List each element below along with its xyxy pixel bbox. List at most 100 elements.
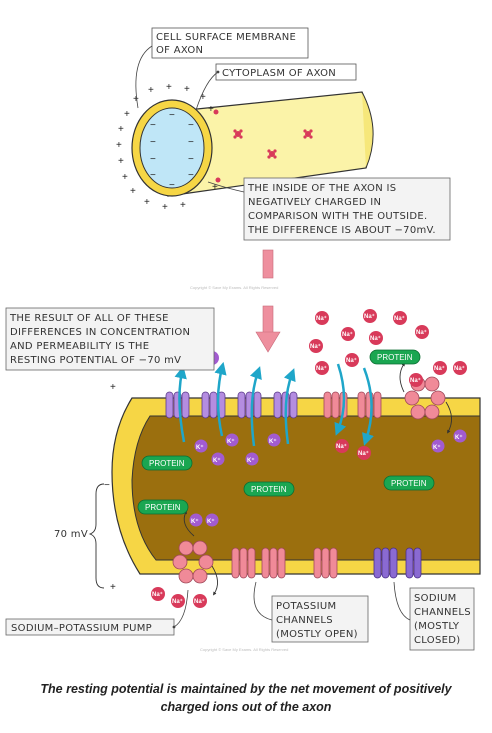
axon-cytoplasm	[131, 415, 481, 561]
svg-text:K⁺: K⁺	[213, 457, 221, 464]
svg-text:+: +	[166, 82, 172, 93]
svg-text:PROTEIN: PROTEIN	[391, 479, 427, 488]
sodium-channels-label: SODIUM CHANNELS (MOSTLY CLOSED)	[393, 581, 475, 651]
svg-text:CYTOPLASM OF AXON: CYTOPLASM OF AXON	[222, 68, 336, 79]
potassium-ion: K⁺	[194, 439, 208, 453]
protein-molecules: PROTEIN PROTEIN PROTEIN PROTEIN PROTEIN	[137, 349, 435, 515]
pump-arrows	[183, 362, 452, 596]
svg-text:−: −	[188, 154, 194, 165]
ion-movement-arrows	[174, 361, 374, 447]
zoom-arrow	[255, 249, 281, 353]
voltage-bracket: + − + 70 mV	[54, 382, 116, 593]
svg-text:+: +	[200, 92, 206, 103]
membrane-label: CELL SURFACE MEMBRANE OF AXON	[135, 27, 309, 109]
cytoplasm-cross-section	[139, 107, 205, 189]
sodium-ion: Na⁺	[369, 331, 383, 345]
svg-text:Na⁺: Na⁺	[316, 365, 327, 372]
sodium-ion: Na⁺	[315, 361, 329, 375]
sodium-ion: Na⁺	[415, 325, 429, 339]
sodium-ion: Na⁺	[433, 361, 447, 375]
svg-text:−: −	[150, 170, 156, 181]
svg-text:+: +	[118, 124, 124, 135]
svg-text:K⁺: K⁺	[191, 518, 199, 525]
svg-text:−: −	[104, 480, 110, 491]
potassium-ion: K⁺	[431, 439, 445, 453]
svg-text:Na⁺: Na⁺	[416, 329, 427, 336]
potassium-ion: K⁺	[205, 513, 219, 527]
svg-text:RESTING POTENTIAL OF −70 mV: RESTING POTENTIAL OF −70 mV	[10, 355, 181, 366]
svg-text:Na⁺: Na⁺	[394, 315, 405, 322]
sodium-ion: Na⁺	[357, 446, 371, 460]
svg-text:−: −	[188, 137, 194, 148]
svg-text:Na⁺: Na⁺	[370, 335, 381, 342]
pump-label: SODIUM–POTASSIUM PUMP	[5, 589, 189, 636]
svg-text:+: +	[118, 156, 124, 167]
sodium-ion: Na⁺	[335, 439, 349, 453]
svg-text:THE INSIDE OF THE AXON IS: THE INSIDE OF THE AXON IS	[247, 183, 396, 194]
svg-text:DIFFERENCES IN CONCENTRATION: DIFFERENCES IN CONCENTRATION	[10, 327, 190, 338]
potassium-ion: K⁺	[453, 429, 467, 443]
sodium-ion: Na⁺	[409, 373, 423, 387]
svg-text:+: +	[162, 202, 168, 213]
svg-text:+: +	[184, 84, 190, 95]
potassium-ion: K⁺	[189, 513, 203, 527]
svg-text:Na⁺: Na⁺	[358, 450, 369, 457]
svg-text:K⁺: K⁺	[269, 438, 277, 445]
sodium-ion: Na⁺	[171, 594, 185, 608]
potassium-ion: K⁺	[245, 452, 259, 466]
copyright-top: Copyright © Save My Exams. All Rights Re…	[190, 285, 278, 290]
sodium-potassium-pump	[172, 540, 214, 584]
sodium-ion: Na⁺	[453, 361, 467, 375]
axon-3d-view: − − − − − − − − − − + + + + + + + + + + …	[116, 82, 374, 213]
svg-text:Na⁺: Na⁺	[310, 343, 321, 350]
svg-text:Na⁺: Na⁺	[434, 365, 445, 372]
sodium-potassium-pump-top	[404, 376, 446, 420]
sodium-ion: Na⁺	[345, 353, 359, 367]
svg-text:Na⁺: Na⁺	[364, 313, 375, 320]
svg-text:+: +	[116, 140, 122, 151]
svg-text:Na⁺: Na⁺	[410, 377, 421, 384]
svg-text:+: +	[130, 186, 136, 197]
potassium-ion: K⁺	[211, 452, 225, 466]
svg-text:K⁺: K⁺	[207, 518, 215, 525]
svg-text:Na⁺: Na⁺	[172, 598, 183, 605]
caption-line-1: The resting potential is maintained by t…	[40, 682, 452, 696]
protein-pill: PROTEIN	[137, 499, 189, 515]
cytoplasm-label: CYTOPLASM OF AXON	[195, 63, 357, 111]
outside-positive-charges: + + + + + + + + + + + + + + + +	[116, 82, 218, 213]
svg-text:Na⁺: Na⁺	[316, 315, 327, 322]
svg-text:−: −	[150, 120, 156, 131]
sodium-ions: Na⁺ Na⁺ Na⁺ Na⁺ Na⁺ Na⁺ Na⁺ Na⁺ Na⁺ Na⁺ …	[151, 309, 467, 608]
svg-text:CHANNELS: CHANNELS	[414, 607, 471, 618]
svg-text:(MOSTLY: (MOSTLY	[414, 621, 460, 632]
svg-text:K⁺: K⁺	[433, 444, 441, 451]
svg-text:+: +	[133, 94, 139, 105]
copyright-bottom: Copyright © Save My Exams. All Rights Re…	[200, 647, 288, 652]
sodium-ion: Na⁺	[315, 311, 329, 325]
svg-text:+: +	[148, 85, 154, 96]
potassium-ion: K⁺	[225, 433, 239, 447]
svg-text:K⁺: K⁺	[227, 438, 235, 445]
svg-text:Na⁺: Na⁺	[454, 365, 465, 372]
svg-text:+: +	[122, 172, 128, 183]
svg-text:Na⁺: Na⁺	[152, 591, 163, 598]
cytoplasm-particles	[213, 109, 313, 183]
sodium-ion: Na⁺	[309, 339, 323, 353]
svg-text:Na⁺: Na⁺	[342, 331, 353, 338]
svg-text:+: +	[212, 182, 218, 193]
sodium-channels	[373, 547, 422, 579]
svg-text:PROTEIN: PROTEIN	[149, 459, 185, 468]
svg-text:PROTEIN: PROTEIN	[145, 503, 181, 512]
sodium-ion: Na⁺	[393, 311, 407, 325]
protein-pill: PROTEIN	[369, 349, 421, 365]
svg-text:−: −	[188, 120, 194, 131]
svg-text:K⁺: K⁺	[455, 434, 463, 441]
sodium-ion: Na⁺	[341, 327, 355, 341]
inside-negative-note: THE INSIDE OF THE AXON IS NEGATIVELY CHA…	[207, 177, 451, 241]
svg-text:COMPARISON WITH THE OUTSIDE.: COMPARISON WITH THE OUTSIDE.	[248, 211, 427, 222]
svg-text:−: −	[169, 180, 175, 191]
svg-text:THE DIFFERENCE IS ABOUT −70mV.: THE DIFFERENCE IS ABOUT −70mV.	[247, 225, 436, 236]
svg-text:AND PERMEABILITY IS THE: AND PERMEABILITY IS THE	[10, 341, 149, 352]
protein-pill: PROTEIN	[383, 475, 435, 491]
